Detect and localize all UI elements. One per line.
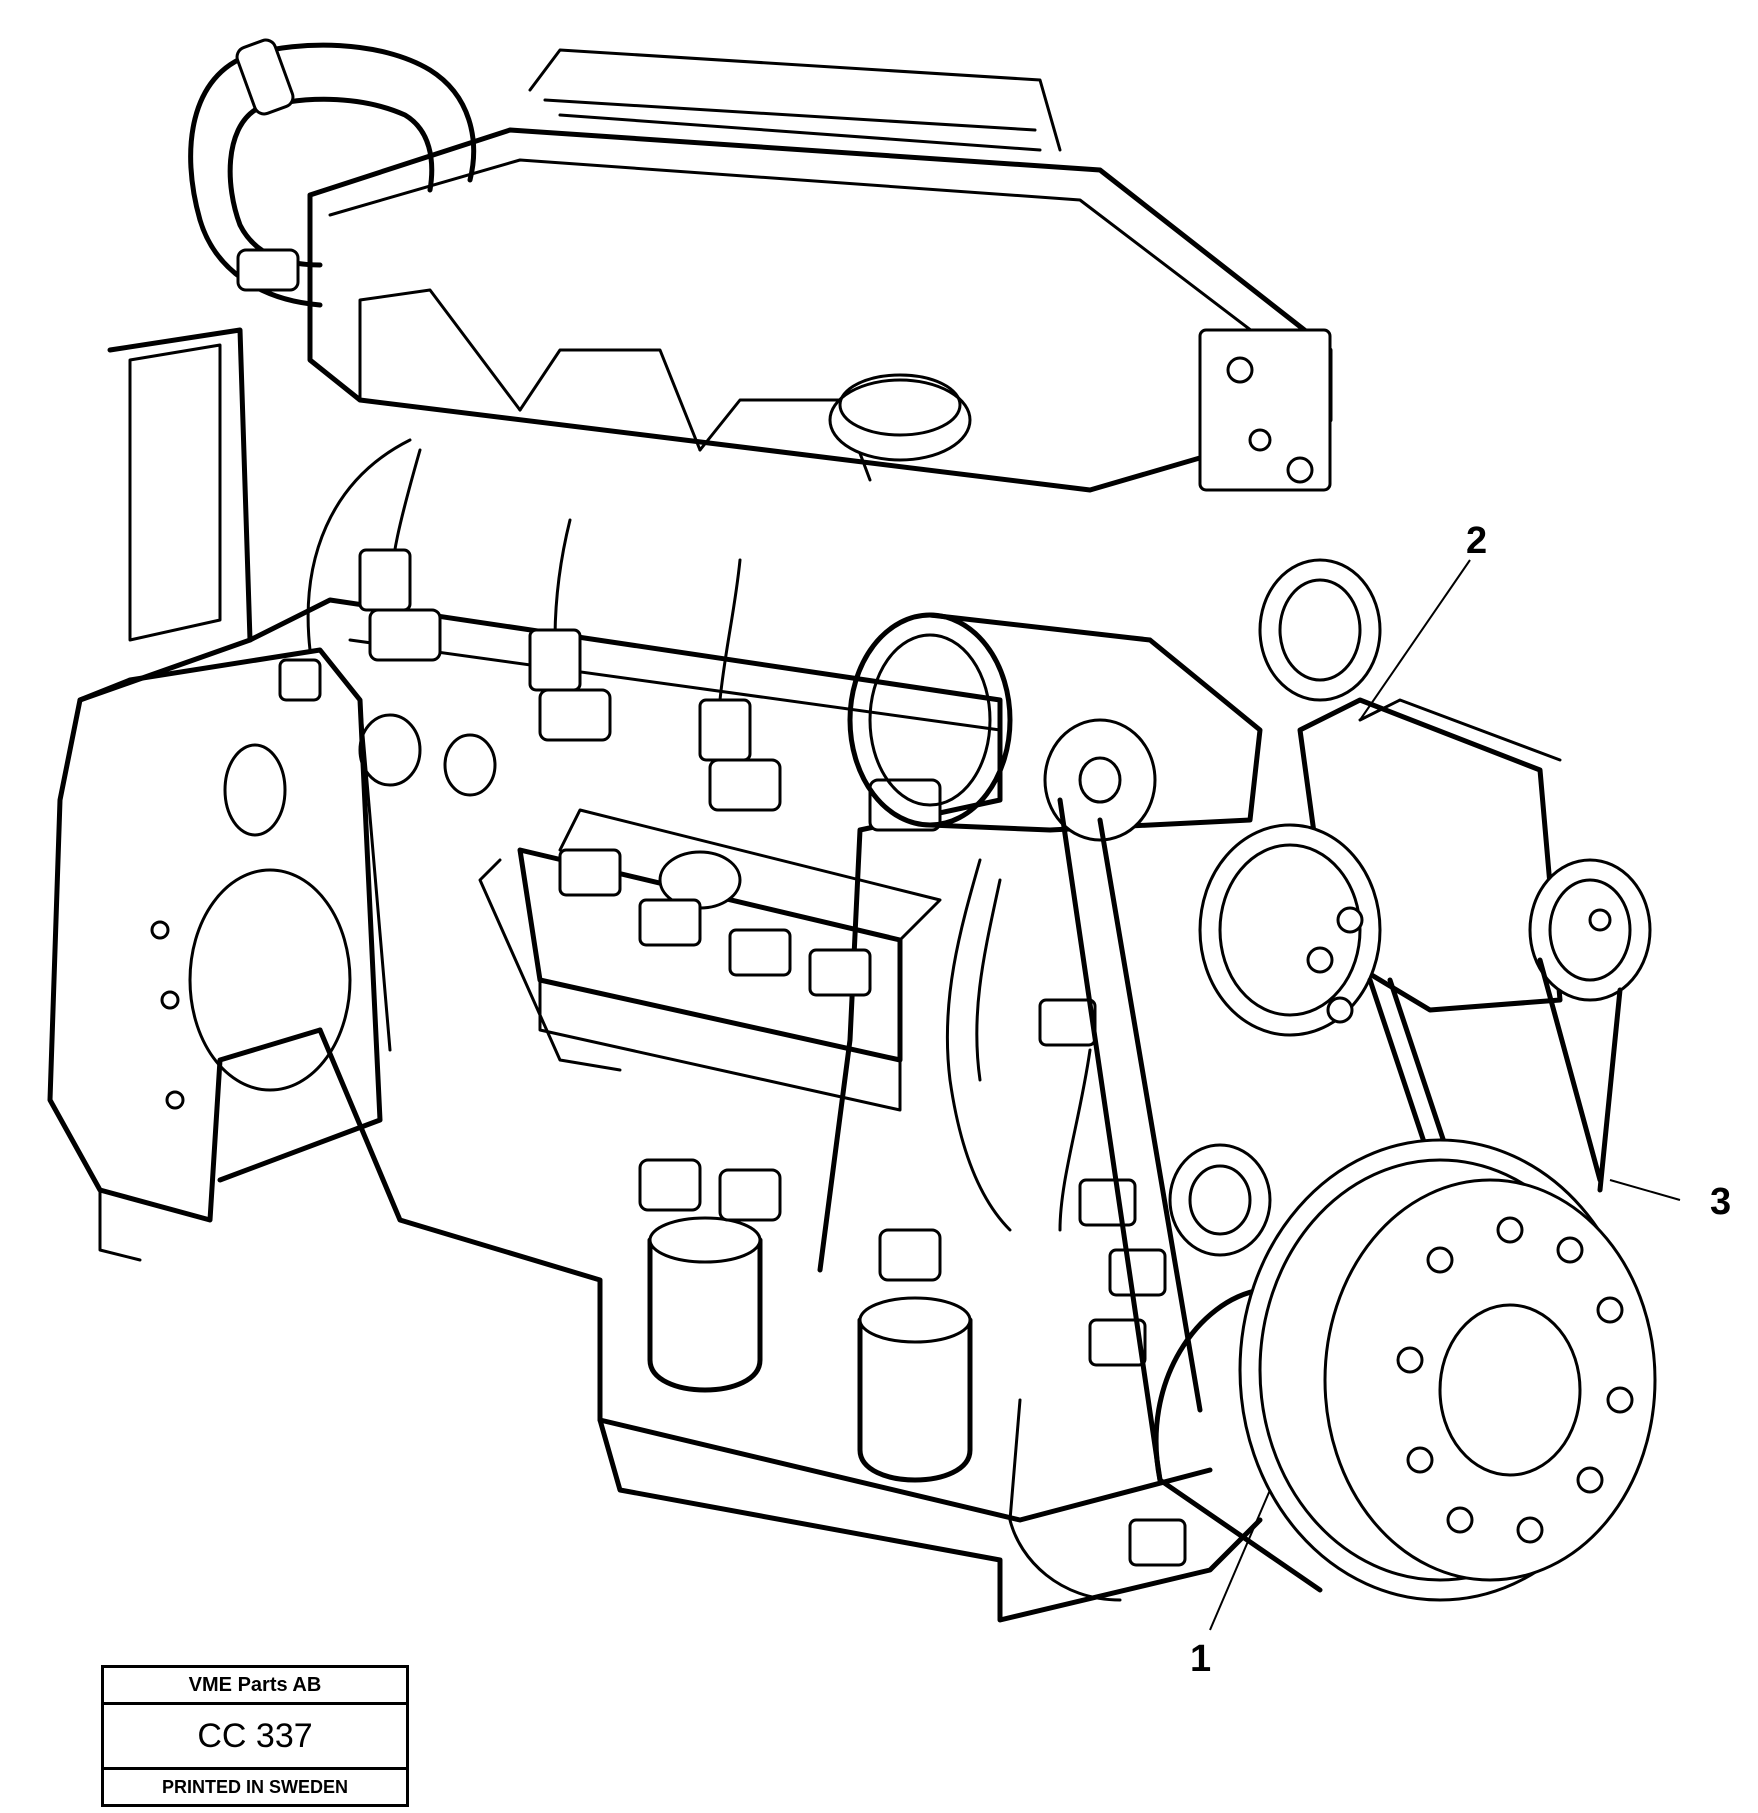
- leader-line-3: [1609, 1179, 1681, 1201]
- stamp-code: CC 337: [104, 1705, 406, 1770]
- stamp-printed: PRINTED IN SWEDEN: [161, 1777, 348, 1797]
- coolant-hose: [188, 38, 477, 308]
- title-stamp: VME Parts AB CC 337 PRINTED IN SWEDEN: [101, 1665, 409, 1807]
- oil-sump: [597, 1417, 1263, 1623]
- stamp-company: VME Parts AB: [104, 1668, 406, 1705]
- callout-label-1: 1: [1190, 1638, 1212, 1680]
- leader-line-2: [1359, 559, 1471, 721]
- alternator: [847, 558, 1382, 842]
- callout-label-2: 2: [1466, 520, 1488, 562]
- injectors: [278, 438, 942, 832]
- callout-leaders: [1209, 559, 1681, 1631]
- rocker-cover: [307, 48, 1333, 493]
- fuel-filters: [638, 1158, 973, 1483]
- fuel-pipes: [945, 858, 1187, 1602]
- callout-label-3: 3: [1710, 1181, 1732, 1223]
- crankshaft-pulley: [1168, 1138, 1657, 1602]
- injection-pump: [478, 808, 942, 1112]
- engine-block: [247, 597, 1213, 1523]
- leader-line-1: [1209, 1489, 1271, 1631]
- ac-compressor: [1198, 697, 1652, 1037]
- flywheel-housing: [47, 327, 383, 1262]
